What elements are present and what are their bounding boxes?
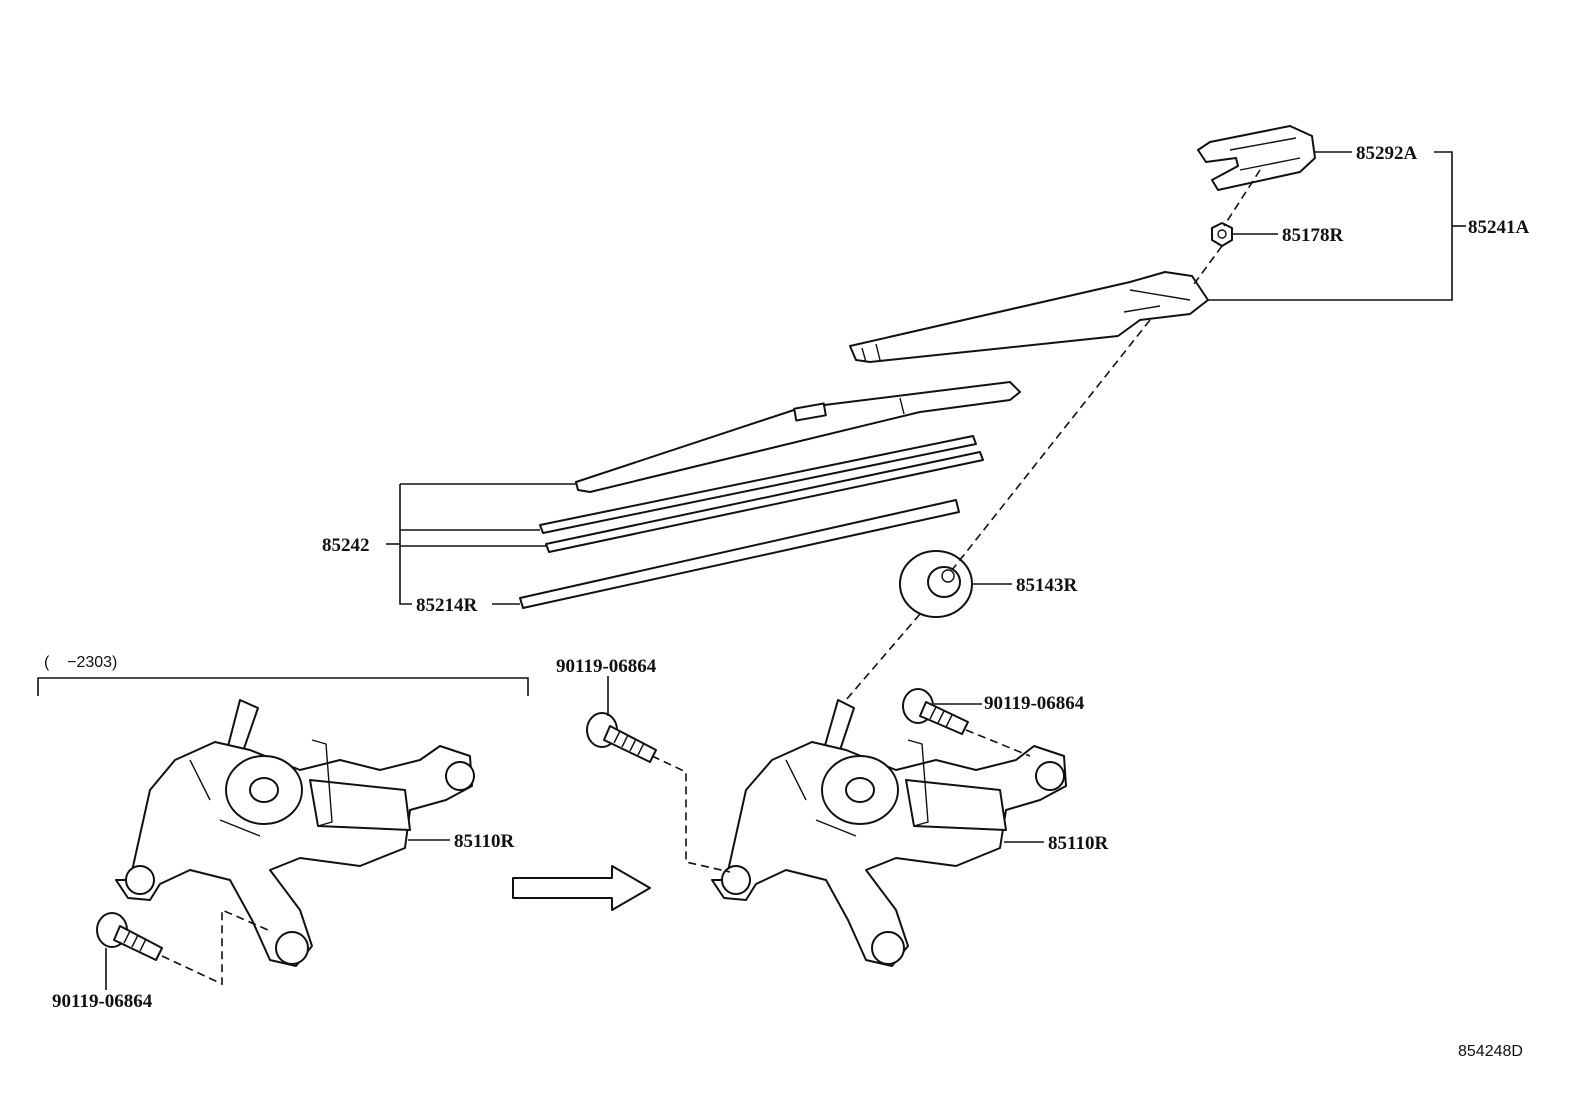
label-bolt-left: 90119-06864: [52, 991, 153, 1012]
transition-arrow: [512, 865, 651, 911]
nut: [1211, 222, 1233, 247]
pivot-cover: [899, 550, 973, 618]
blade-rubber-strips: [519, 435, 984, 609]
wiper-blade: [575, 381, 1021, 493]
date-range-label: ( −2303): [44, 654, 117, 671]
date-range-bracket: [37, 677, 529, 696]
wiper-arm: [849, 271, 1209, 363]
assembly-dashed-lines: [161, 169, 1261, 986]
label-85214r: 85214R: [416, 595, 478, 616]
label-85178r: 85178R: [1282, 225, 1344, 246]
label-bolt-center: 90119-06864: [556, 656, 657, 677]
label-85143r: 85143R: [1016, 575, 1078, 596]
bolt-right: [902, 688, 969, 735]
bolt-left: [96, 912, 163, 961]
label-85292a: 85292A: [1356, 143, 1418, 164]
wiper-motor-right: [711, 699, 1067, 967]
label-85241a: 85241A: [1468, 217, 1530, 238]
diagram-code: 854248D: [1458, 1043, 1523, 1060]
label-bolt-right: 90119-06864: [984, 693, 1085, 714]
wiper-motor-left: [115, 699, 475, 967]
label-85242: 85242: [322, 535, 370, 556]
bolt-center: [586, 712, 657, 763]
wiper-arm-cap: [1197, 125, 1316, 191]
leader-lines: [105, 151, 1466, 990]
label-motor-left: 85110R: [454, 831, 514, 852]
label-motor-right: 85110R: [1048, 833, 1108, 854]
